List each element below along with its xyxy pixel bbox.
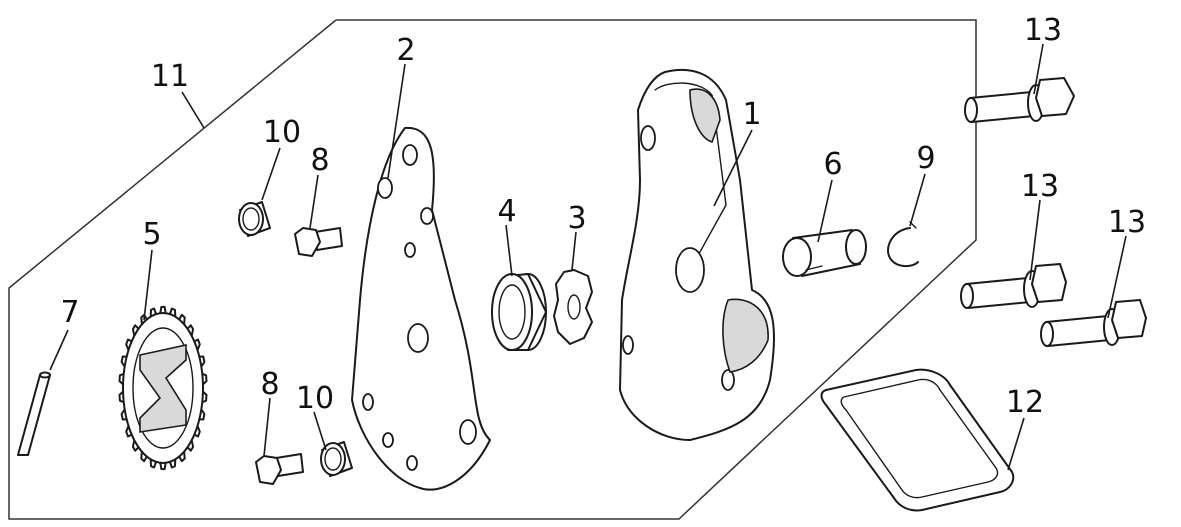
leader-8-lower [263, 397, 271, 457]
part-2-cover-plate [351, 126, 491, 491]
callout-10-lower: 10 [296, 381, 334, 416]
callout-1: 1 [742, 97, 761, 132]
callout-13-top: 13 [1024, 13, 1062, 48]
leader-3 [571, 231, 577, 271]
callout-12: 12 [1006, 385, 1044, 420]
callout-5: 5 [142, 217, 161, 252]
leader-13-top [1033, 43, 1044, 95]
callout-13-middle: 13 [1021, 169, 1059, 204]
callout-3: 3 [567, 201, 586, 236]
callout-11: 11 [151, 59, 189, 94]
callout-7: 7 [60, 295, 79, 330]
part-13-bolt-top [964, 77, 1075, 123]
callout-13-lower: 13 [1108, 205, 1146, 240]
leader-4 [505, 224, 513, 277]
leader-10-lower [313, 411, 327, 451]
part-6-shaft [782, 229, 867, 277]
callout-9: 9 [916, 141, 935, 176]
part-8-bolt-lower [255, 453, 304, 485]
part-12-gasket [820, 368, 1015, 512]
leader-13-lower [1107, 235, 1127, 319]
leader-13-middle [1029, 199, 1041, 281]
leader-5 [143, 249, 153, 321]
leader-10-upper [261, 147, 281, 201]
assembly-group-frame [8, 19, 977, 520]
leader-6 [817, 179, 833, 243]
leader-8-upper [309, 174, 319, 229]
leader-9 [909, 173, 926, 227]
part-7-pin [17, 371, 51, 456]
callout-8-upper: 8 [310, 143, 329, 178]
leader-1 [713, 129, 753, 207]
leader-11 [181, 91, 205, 129]
leader-12 [1007, 417, 1025, 471]
callout-6: 6 [823, 147, 842, 182]
leader-lines [49, 43, 1127, 471]
part-4-outer-rotor [491, 273, 547, 351]
callout-labels: 11 2 10 8 5 7 4 3 1 6 9 13 13 13 8 10 12 [60, 13, 1146, 420]
part-8-bolt-upper [294, 227, 343, 257]
part-10-bushing-upper [238, 201, 271, 237]
part-3-inner-rotor [553, 269, 593, 345]
leader-7 [49, 329, 69, 371]
part-9-circlip [887, 221, 919, 268]
leader-2 [387, 63, 406, 179]
part-10-bushing-lower [320, 441, 353, 477]
part-13-bolt-middle [960, 263, 1067, 309]
part-5-gear [118, 305, 208, 471]
callout-8-lower: 8 [260, 367, 279, 402]
callout-4: 4 [497, 194, 516, 229]
callout-10-upper: 10 [263, 115, 301, 150]
callout-2: 2 [396, 33, 415, 68]
part-13-bolt-lower [1040, 299, 1147, 347]
